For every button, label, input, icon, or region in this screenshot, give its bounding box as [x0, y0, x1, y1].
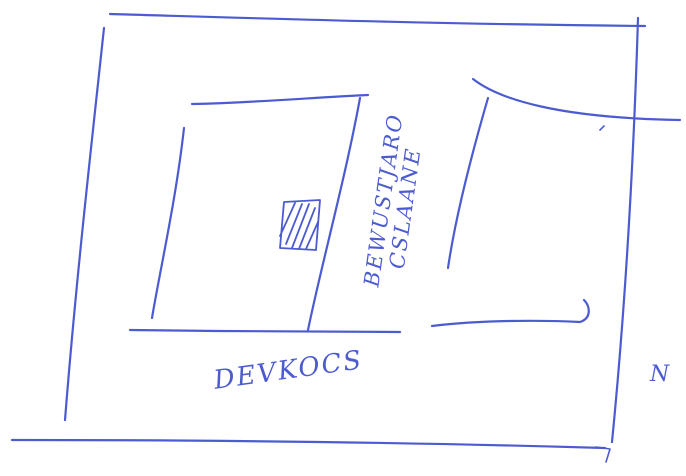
right-box-left [448, 98, 488, 268]
outer-frame-top [110, 14, 645, 26]
left-box-bottom [130, 330, 400, 332]
handwritten-label-right-edge: N [650, 362, 671, 387]
right-box-top [473, 79, 680, 120]
right-box-bottom [432, 300, 589, 326]
left-box-right [308, 98, 360, 330]
right-box-tick [600, 126, 604, 130]
outer-frame-left [65, 28, 104, 420]
outer-frame-corner-mark [596, 447, 610, 462]
hatched-block [280, 200, 320, 250]
outer-frame-bottom [12, 440, 605, 448]
left-box-left [152, 128, 184, 318]
left-box-top [192, 95, 368, 104]
outer-frame-right [612, 18, 638, 442]
